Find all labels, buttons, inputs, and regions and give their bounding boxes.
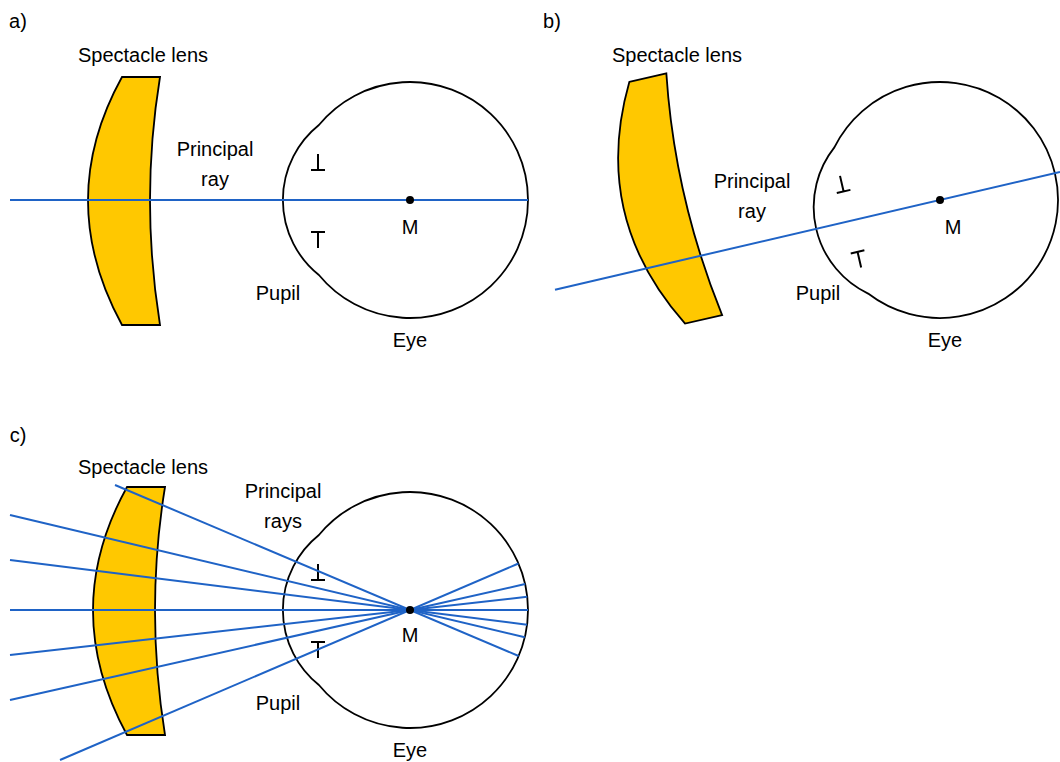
ray-label: Principal rays [228, 476, 338, 536]
lens-label: Spectacle lens [612, 40, 742, 70]
principal-ray [10, 515, 525, 637]
ray-label: Principal ray [697, 166, 807, 226]
lens-label: Spectacle lens [78, 452, 208, 482]
rotation-center-dot [936, 196, 944, 204]
principal-ray [10, 609, 528, 611]
eye-outline [790, 58, 1060, 343]
rotation-center-dot [406, 196, 414, 204]
eye-label: Eye [928, 325, 962, 355]
pupil-label: Pupil [256, 688, 300, 718]
rotation-center-dot [406, 606, 414, 614]
lens-label: Spectacle lens [78, 40, 208, 70]
center-label: M [402, 620, 419, 650]
principal-ray [10, 199, 528, 201]
principal-ray [10, 584, 525, 700]
panel-letter: a) [9, 6, 27, 36]
principal-ray [10, 597, 527, 655]
center-label: M [945, 212, 962, 242]
spectacle-lens [596, 73, 722, 331]
panel-letter: b) [543, 6, 561, 36]
center-label: M [402, 212, 419, 242]
panel-letter: c) [10, 420, 27, 450]
principal-ray [60, 564, 518, 760]
eye-label: Eye [393, 325, 427, 355]
principal-ray [555, 172, 1060, 290]
pupil-label: Pupil [256, 278, 300, 308]
eye-label: Eye [393, 735, 427, 762]
pupil-label: Pupil [796, 278, 840, 308]
ray-label: Principal ray [160, 134, 270, 194]
